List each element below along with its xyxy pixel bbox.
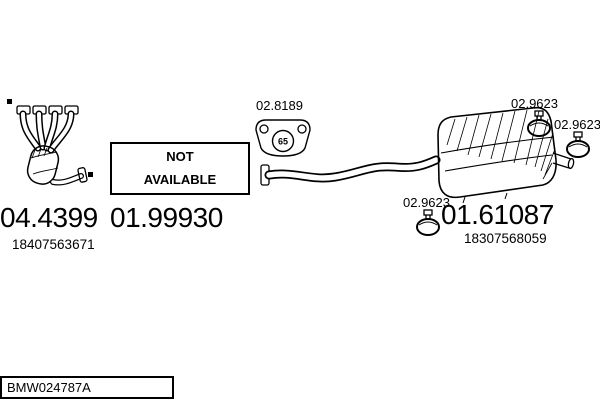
manifold-part-number: 04.4399 [0, 202, 98, 233]
manifold-catalyst-drawing [16, 105, 93, 186]
clamp-icon [527, 110, 551, 137]
rear-silencer-part-number: 01.61087 [441, 199, 554, 230]
gasket-icon: 65 [255, 119, 311, 157]
not-available-line2: AVAILABLE [143, 171, 217, 187]
rear-silencer-oem-number: 18307568059 [464, 231, 547, 246]
clamp-top-part-number: 02.9623 [511, 96, 558, 111]
clamp-lower-part-number: 02.9623 [403, 195, 450, 210]
gasket-size-label: 65 [278, 137, 288, 147]
not-available-box: NOT AVAILABLE [110, 142, 250, 195]
clamp-icon [416, 209, 440, 236]
middle-section-part-number: 01.99930 [110, 202, 223, 233]
diagram-reference-box: BMW024787A [0, 376, 174, 399]
diagram-reference-code: BMW024787A [7, 380, 91, 395]
marker-dot [7, 99, 12, 104]
manifold-oem-number: 18407563671 [12, 237, 95, 252]
gasket-part-number: 02.8189 [256, 98, 303, 113]
pipe-and-silencer-drawing [260, 106, 575, 204]
not-available-line1: NOT [166, 149, 194, 165]
clamp-right-part-number: 02.9623 [554, 117, 600, 132]
clamp-icon [566, 131, 590, 158]
marker-dot [88, 172, 93, 177]
